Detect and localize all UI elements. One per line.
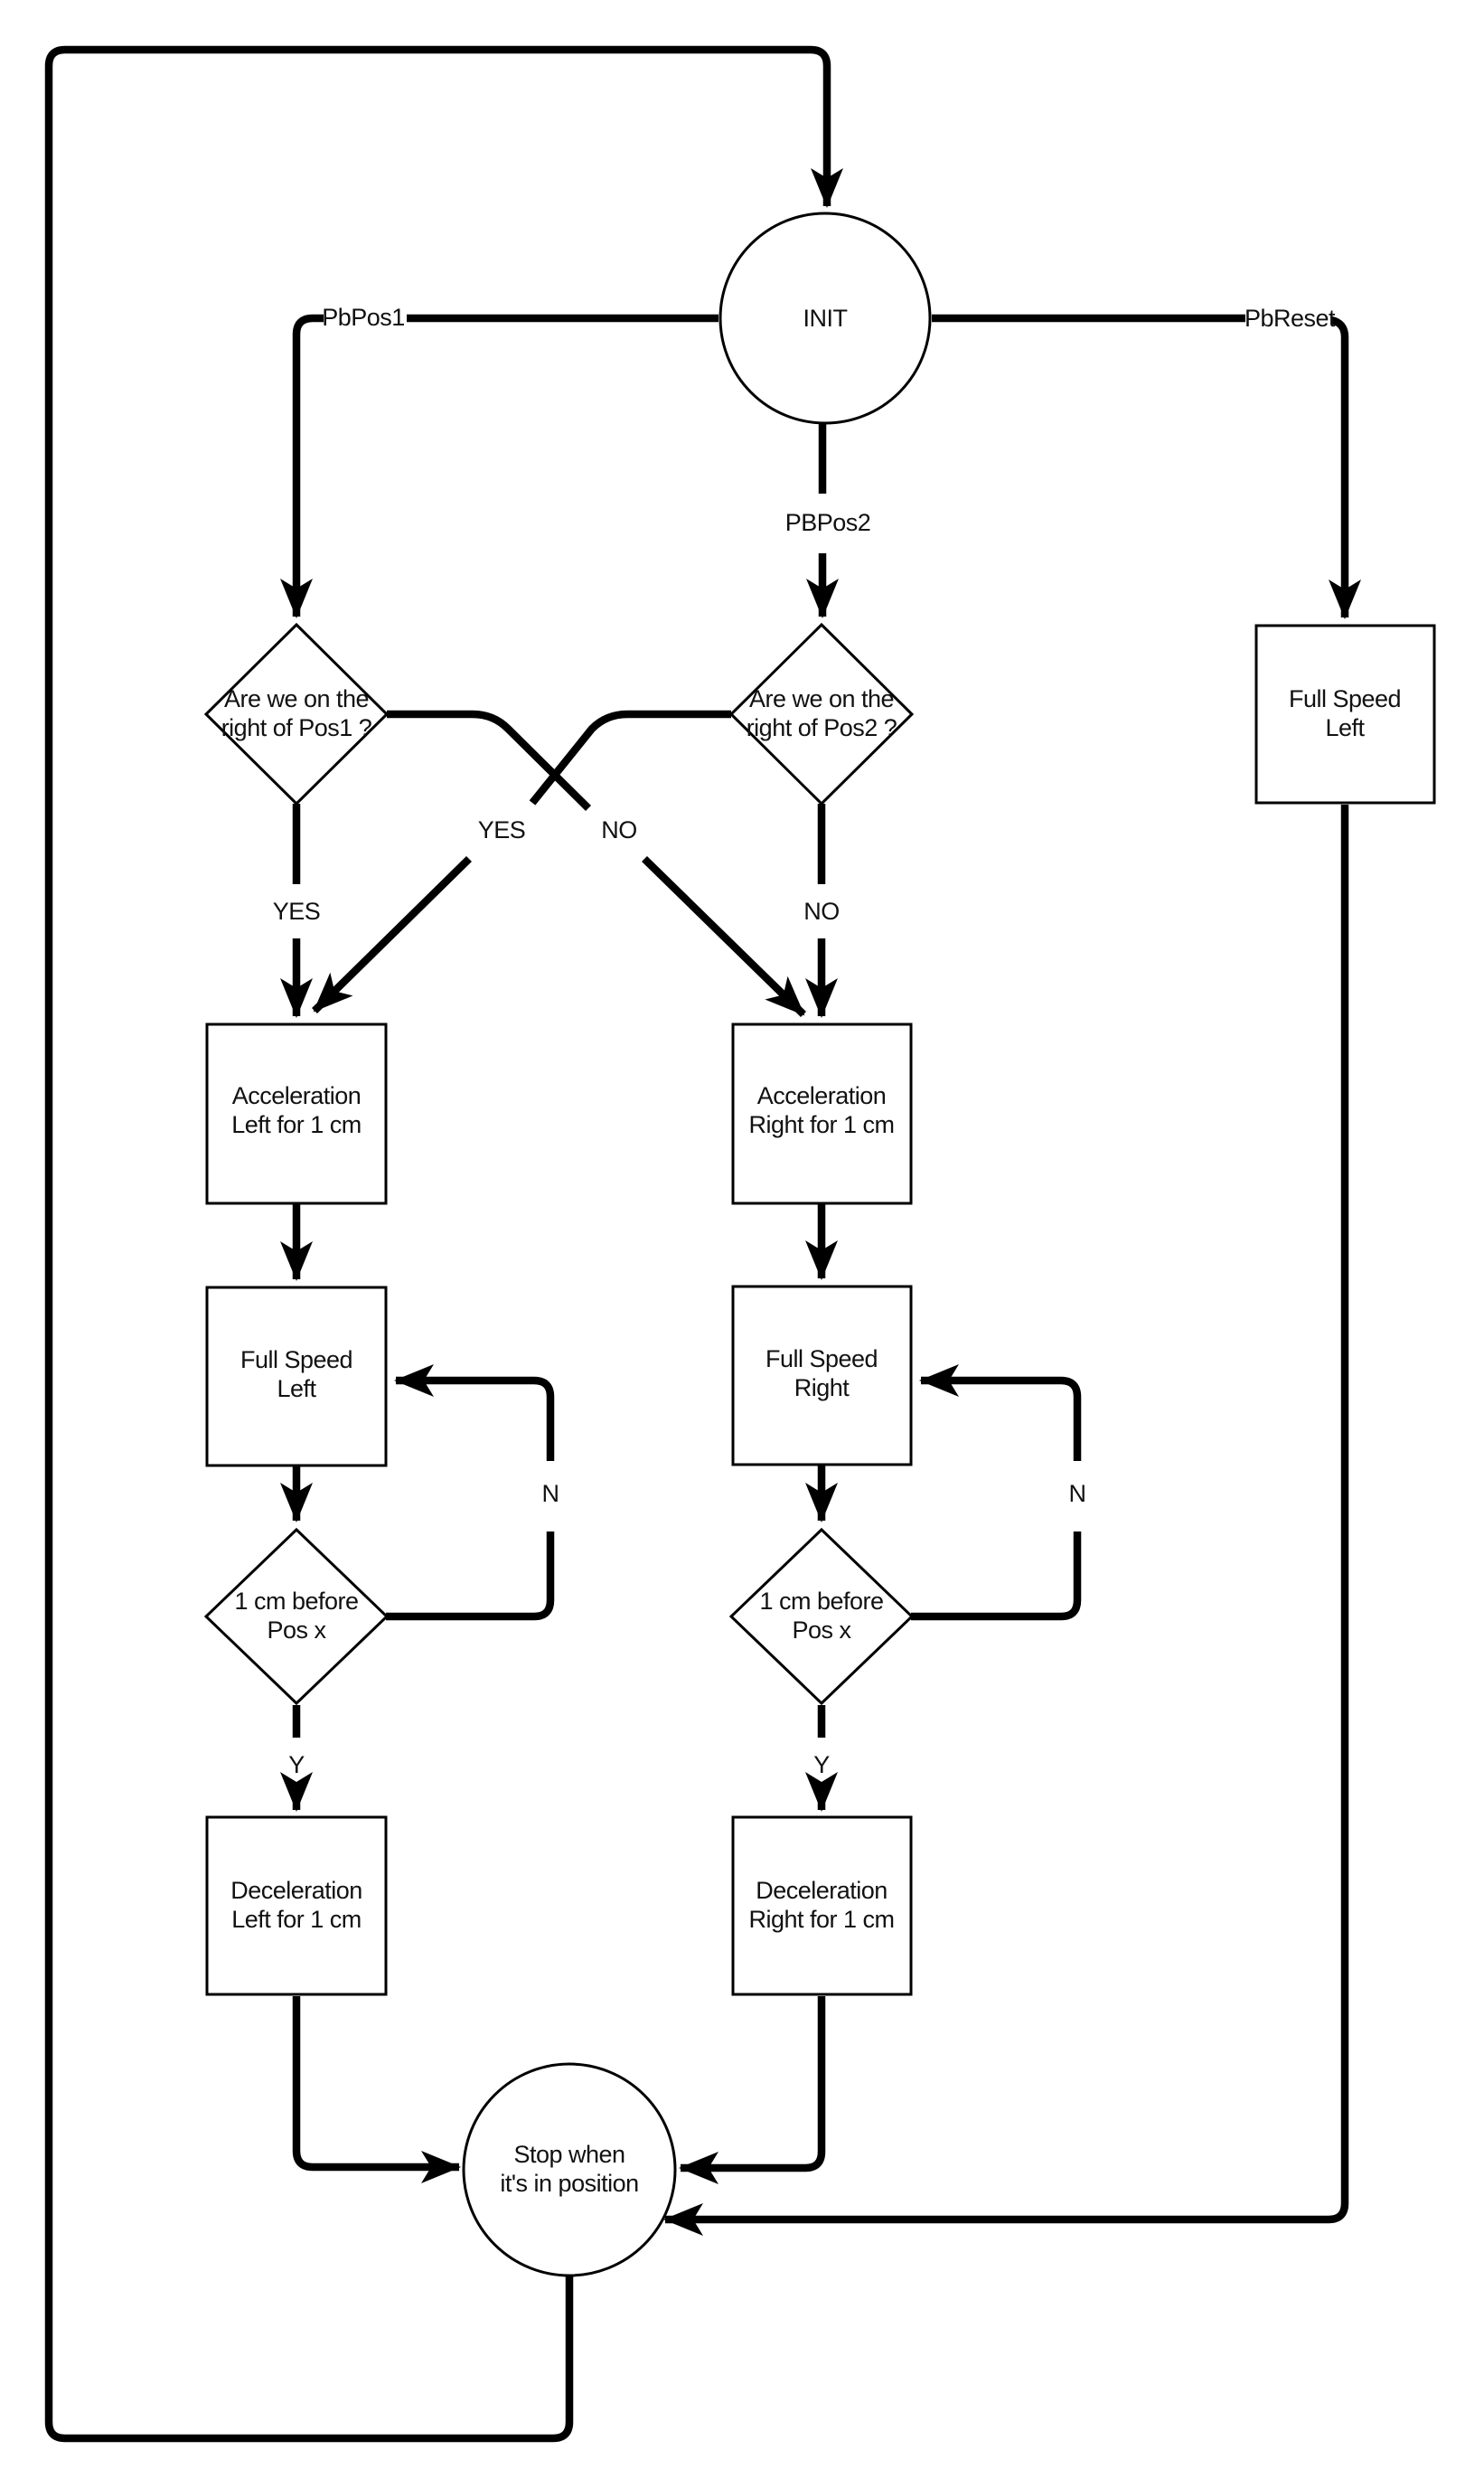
accel-left-box xyxy=(205,1023,388,1205)
edge-n-loop-right-down xyxy=(911,1531,1082,1621)
before-pos-right-line2: Pos x xyxy=(792,1616,851,1644)
pos1-yes-label: YES xyxy=(273,898,321,925)
before-pos-right-line1: 1 cm before xyxy=(759,1588,883,1615)
decel-left-line1: Deceleration xyxy=(230,1877,362,1904)
edge-pos2-yes-arrow xyxy=(312,855,472,1014)
pbreset-label: PbReset xyxy=(1244,305,1336,332)
stop-circle xyxy=(462,2062,677,2277)
edge-n-loop-left-down xyxy=(386,1531,555,1621)
pos2-decision-diamond xyxy=(728,622,915,806)
edge-pbreset-to-full-speed-left xyxy=(1329,316,1361,619)
init-circle xyxy=(719,212,932,425)
full-speed-right-line1: Full Speed xyxy=(765,1345,878,1372)
pbpos2-label: PBPos2 xyxy=(785,509,871,536)
flow-text: INIT PbPos1 PBPos2 PbReset Are we on the… xyxy=(221,304,1402,2197)
decel-left-line2: Left for 1 cm xyxy=(231,1906,362,1933)
edge-pos1-no-arrow xyxy=(642,855,806,1018)
before-pos-left-line2: Pos x xyxy=(267,1616,326,1644)
full-speed-left-line2: Left xyxy=(277,1375,316,1402)
pos1-decision-line2: right of Pos1 ? xyxy=(221,714,372,741)
edge-n-loop-left-up xyxy=(394,1364,555,1461)
decel-left-box xyxy=(205,1815,388,1996)
n-right-label: N xyxy=(1069,1480,1086,1507)
y-right-label: Y xyxy=(813,1751,830,1778)
pos2-decision-line1: Are we on the xyxy=(749,685,894,712)
y-left-label: Y xyxy=(288,1751,305,1778)
accel-left-line2: Left for 1 cm xyxy=(231,1111,362,1138)
reset-full-speed-left-line2: Left xyxy=(1325,714,1365,741)
decel-right-line2: Right for 1 cm xyxy=(748,1906,894,1933)
full-speed-left-box xyxy=(205,1286,388,1467)
n-left-label: N xyxy=(542,1480,559,1507)
full-speed-right-box xyxy=(731,1285,913,1466)
pos1-decision-diamond xyxy=(203,622,390,806)
edge-pos2-yes-seg xyxy=(529,710,731,806)
edge-pbpos1-to-pos1-decision xyxy=(280,314,324,618)
cross-yes-label: YES xyxy=(478,816,526,843)
accel-right-line2: Right for 1 cm xyxy=(748,1111,894,1138)
accel-right-box xyxy=(731,1023,913,1205)
flow-nodes xyxy=(203,212,1436,2277)
pbpos1-label: PbPos1 xyxy=(322,304,405,331)
pos1-decision-line1: Are we on the xyxy=(224,685,369,712)
cross-no-label: NO xyxy=(601,816,637,843)
reset-full-speed-left-box xyxy=(1254,624,1436,805)
edge-pos1-no-seg xyxy=(387,710,591,812)
edge-decel-right-to-stop xyxy=(679,1996,826,2184)
accel-left-line1: Acceleration xyxy=(232,1082,362,1109)
full-speed-left-line1: Full Speed xyxy=(240,1346,352,1373)
before-pos-right-diamond xyxy=(728,1527,915,1706)
edge-outer-loop xyxy=(44,45,843,2443)
edge-decel-left-to-stop xyxy=(292,1996,461,2183)
decel-right-box xyxy=(731,1815,913,1996)
stop-line1: Stop when xyxy=(513,2141,625,2168)
pos2-no-label: NO xyxy=(803,898,840,925)
init-label: INIT xyxy=(803,305,848,332)
stop-line2: it's in position xyxy=(500,2170,638,2197)
flow-edges xyxy=(44,45,1361,2443)
reset-full-speed-left-line1: Full Speed xyxy=(1289,685,1401,712)
before-pos-left-diamond xyxy=(203,1527,390,1706)
edge-n-loop-right-up xyxy=(919,1364,1082,1461)
before-pos-left-line1: 1 cm before xyxy=(234,1588,358,1615)
full-speed-right-line2: Right xyxy=(794,1374,850,1401)
edge-reset-full-speed-to-stop xyxy=(663,805,1349,2236)
accel-right-line1: Acceleration xyxy=(757,1082,887,1109)
decel-right-line1: Deceleration xyxy=(756,1877,888,1904)
pos2-decision-line2: right of Pos2 ? xyxy=(747,714,897,741)
